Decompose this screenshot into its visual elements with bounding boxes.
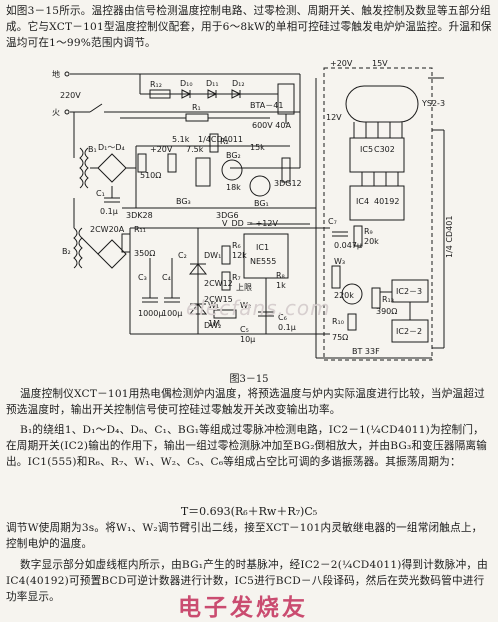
label-r13-val: 390Ω — [376, 307, 397, 316]
watermark-top: elecfans.com — [186, 296, 331, 320]
label-dw2: DW₂ — [204, 321, 221, 330]
label-k18: 18k — [226, 183, 241, 192]
circuit-schematic: 地 火 220V R₁₂ D₁₀ D₁₁ D₁₂ BTA－41 600V 40A… — [52, 59, 454, 361]
label-ic5: IC5 — [360, 145, 373, 154]
label-r7: R₇ — [232, 273, 241, 282]
label-r6: R₆ — [232, 241, 241, 250]
label-bg2: BG₂ — [226, 151, 241, 160]
label-ic2-3: IC2－3 — [396, 287, 422, 296]
formula: T＝0.693(R₆＋Rw＋R₇)C₅ — [180, 505, 318, 518]
label-bt33f: BT 33F — [352, 347, 380, 356]
label-220v: 220V — [60, 91, 81, 100]
watermark-bottom: 电子发烧友 — [178, 595, 308, 621]
label-k1: 1k — [276, 281, 286, 290]
label-ic2-2: IC2－2 — [396, 327, 422, 336]
label-c4-val: 100μ — [162, 309, 182, 318]
label-v20b: +20V — [330, 59, 353, 68]
label-dw1: DW₁ — [204, 251, 221, 260]
label-r9: R₉ — [364, 227, 373, 236]
body-paragraph-3: B₁的绕组1、D₁～D₄、D₆、C₁、BG₁等组成过零脉冲检测电路，IC2－1(… — [6, 424, 488, 468]
intro-paragraph: 如图3－15所示。温控器由信号检测温度控制电路、过零检测、周期开关、触发控制及数… — [6, 5, 492, 49]
label-ic1: IC1 — [256, 243, 269, 252]
label-ne555: NE555 — [250, 257, 276, 266]
label-r13: R₁₃ — [382, 295, 394, 304]
label-c1-val: 0.1μ — [100, 207, 118, 216]
label-w2: W₂ — [240, 301, 251, 310]
label-c3: C₃ — [138, 273, 147, 282]
label-r510: 510Ω — [140, 171, 161, 180]
body-paragraph-2: 温度控制仪XCT－101用热电偶检测炉内温度，将预选温度与炉内实际温度进行比较，… — [6, 388, 485, 416]
label-k7: 7.5k — [186, 145, 204, 154]
label-c302: C302 — [374, 145, 395, 154]
label-bg1: BG₁ — [254, 199, 269, 208]
figure-caption: 图3－15 — [229, 374, 269, 385]
label-w1-val: 1M — [208, 319, 220, 328]
label-v15: 15V — [372, 59, 388, 68]
label-plus20: +20V — [150, 145, 173, 154]
label-w1: W₁ — [208, 301, 219, 310]
label-k12: 12k — [232, 251, 247, 260]
label-c5-val: 10μ — [240, 335, 255, 344]
label-k15: 15k — [250, 143, 265, 152]
label-c7-val: 0.047μ — [334, 241, 362, 250]
label-c6-val: 0.1μ — [278, 323, 296, 332]
label-bta: BTA－41 — [250, 101, 283, 110]
label-b2: B₂ — [62, 247, 71, 256]
label-d1d4: D₁～D₄ — [98, 143, 125, 152]
label-d11: D₁₁ — [206, 79, 219, 88]
label-r1: R₁ — [192, 103, 201, 112]
label-ground: 地 — [52, 69, 60, 79]
label-c4: C₄ — [162, 273, 171, 282]
label-bg3: BG₃ — [176, 197, 191, 206]
body-paragraph-4: 调节W使周期为3s。将W₁、W₂调节臂引出二线，接至XCT－101内灵敏继电器的… — [6, 522, 483, 550]
label-r10: R₁₀ — [332, 317, 344, 326]
label-k20: 20k — [364, 237, 379, 246]
label-40192: 40192 — [374, 197, 399, 206]
label-d10: D₁₀ — [180, 79, 193, 88]
label-ic4: IC4 — [356, 197, 369, 206]
label-r8: R₈ — [276, 271, 285, 280]
label-side-ic: 1/4 CD401 — [445, 216, 454, 258]
label-w3: W₃ — [334, 257, 345, 266]
body-paragraph-5: 数字显示部分如虚线框内所示，由BG₁产生的时基脉冲，经IC2－2(¼CD4011… — [6, 559, 488, 603]
label-r5k1: 5.1k — [172, 135, 190, 144]
label-top-up: 上限 — [236, 283, 252, 292]
label-fire: 火 — [52, 108, 60, 117]
label-dg6: 3DG6 — [216, 211, 239, 220]
label-vfd: YS2-3 — [421, 99, 445, 108]
label-r2: R₂ — [220, 137, 229, 146]
label-c5: C₅ — [240, 325, 249, 334]
label-c7: C₇ — [328, 217, 337, 226]
label-dw2-val: 2CW15 — [204, 295, 233, 304]
label-w3-val: 220k — [334, 291, 354, 300]
label-r12: R₁₂ — [150, 80, 162, 89]
label-dw1-val: 2CW12 — [204, 279, 233, 288]
label-v12: 12V — [326, 113, 342, 122]
label-ic2-1: 1/4CD4011 — [198, 135, 243, 144]
label-r11: R₁₁ — [134, 225, 146, 234]
label-c3-val: 1000μ — [138, 309, 163, 318]
label-zcw: 2CW20A — [90, 225, 125, 234]
label-r350: 350Ω — [134, 249, 155, 258]
label-b1: B₁ — [88, 145, 97, 154]
label-dk28: 3DK28 — [126, 211, 153, 220]
label-vdd: V_DD = +12V — [222, 219, 278, 228]
label-c6: C₆ — [278, 313, 287, 322]
label-c1: C₁ — [96, 189, 105, 198]
label-dg12: 3DG12 — [274, 179, 302, 188]
label-r10-val: 75Ω — [332, 333, 348, 342]
label-c2: C₂ — [178, 251, 187, 260]
label-d12: D₁₂ — [232, 79, 245, 88]
label-bta-rating: 600V 40A — [252, 121, 291, 130]
